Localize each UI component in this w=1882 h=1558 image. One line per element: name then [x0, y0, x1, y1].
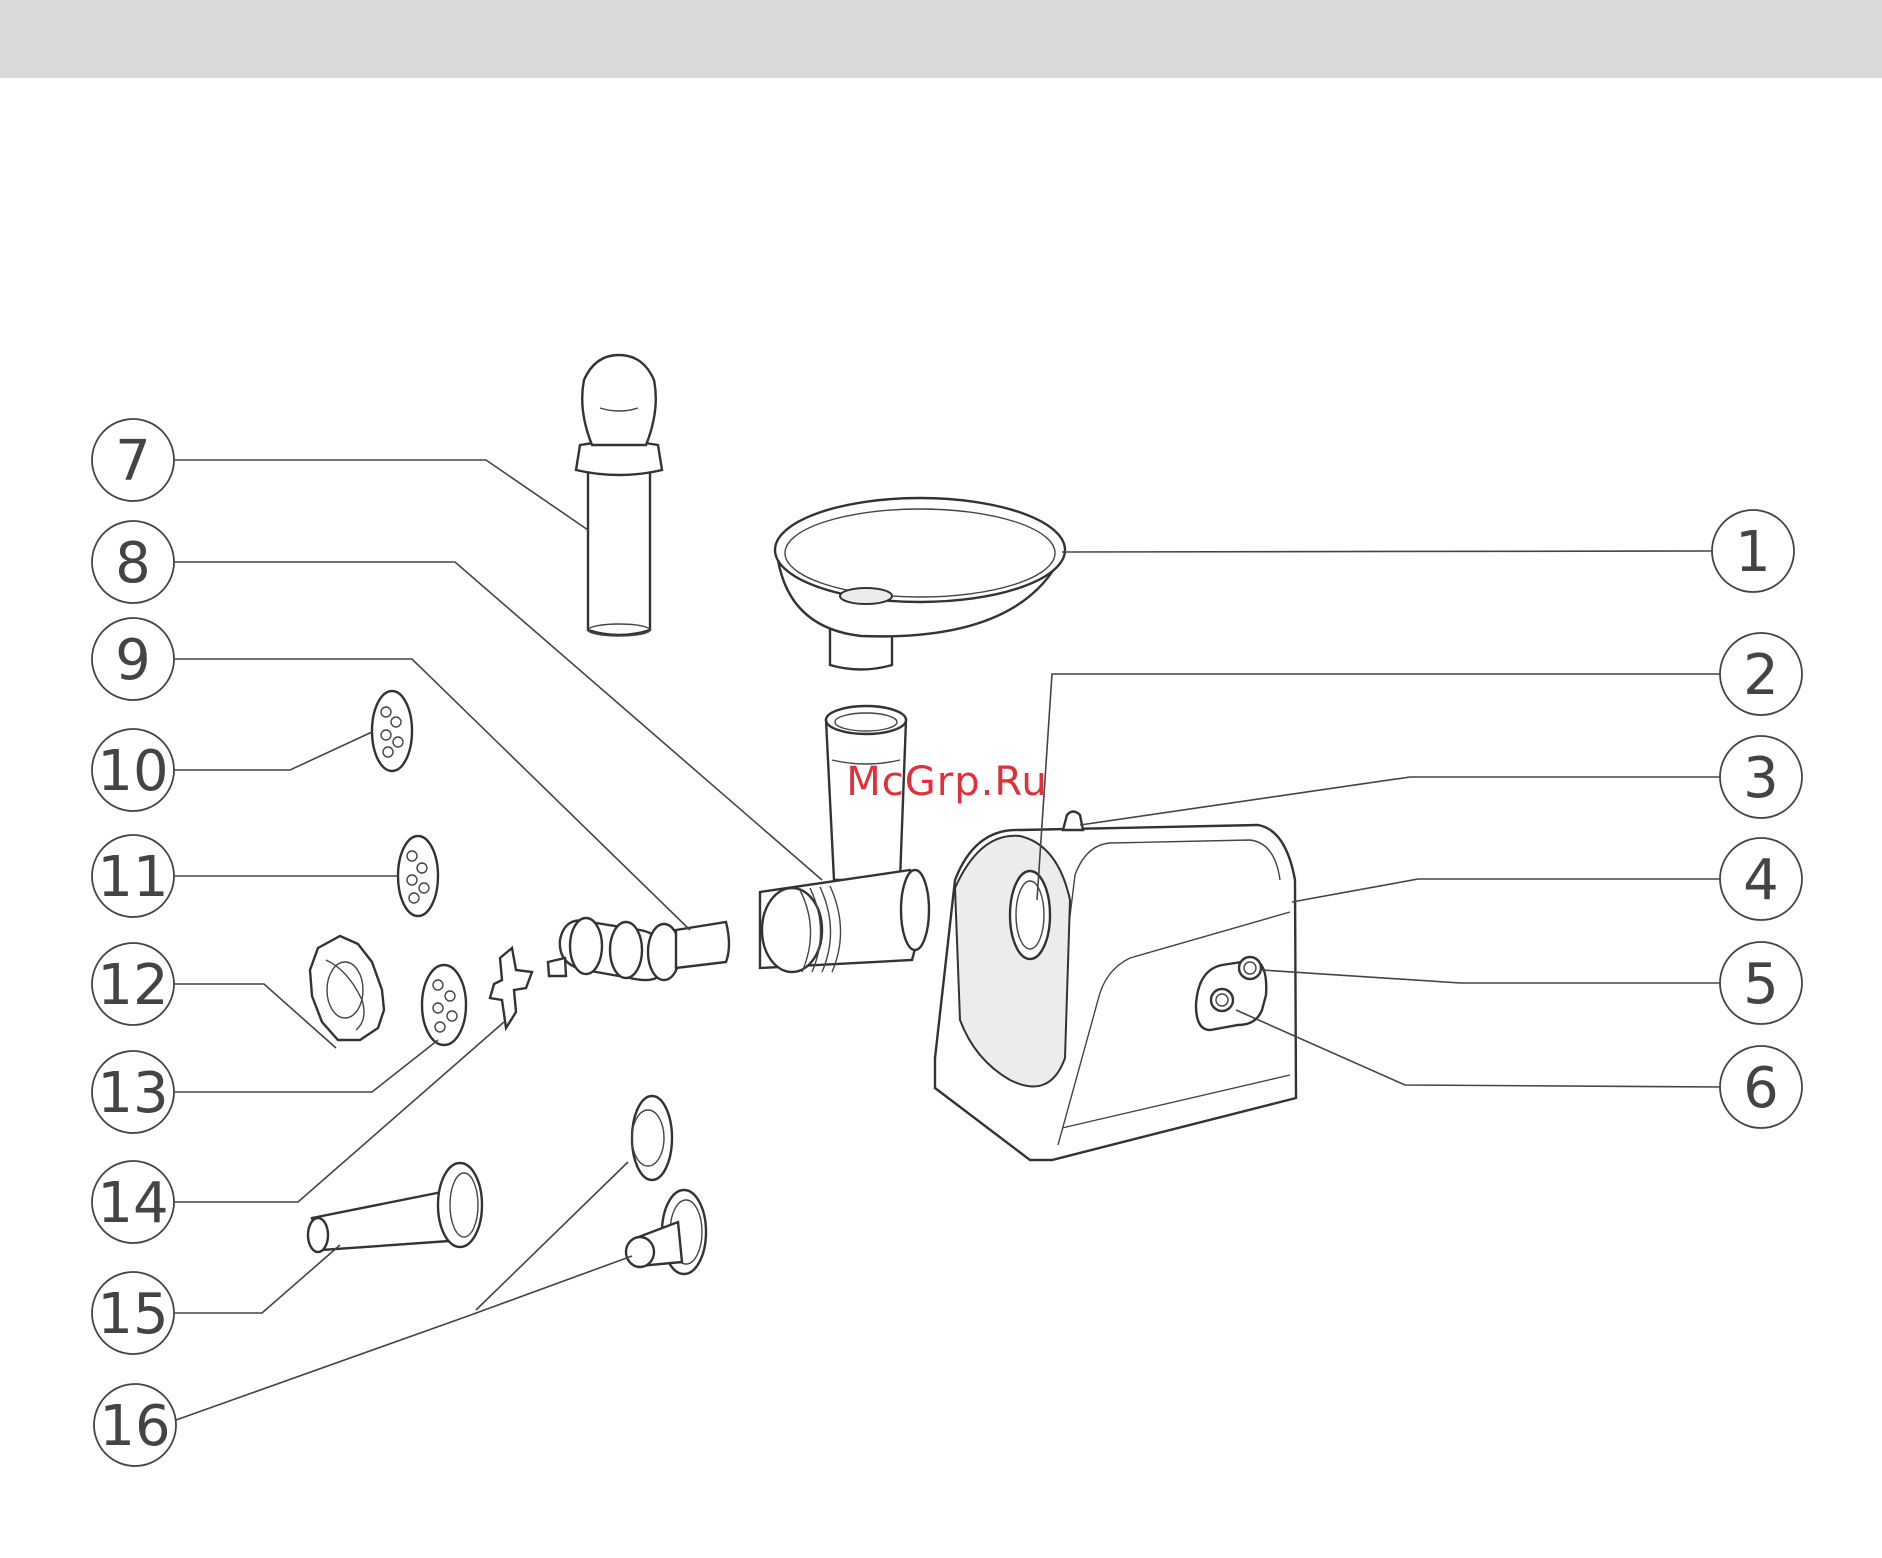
- callout-10: 10: [92, 729, 174, 811]
- callout-label: 4: [1743, 848, 1779, 913]
- motor-housing-drawing: [935, 812, 1296, 1161]
- callout-label: 2: [1743, 643, 1779, 708]
- callout-3: 3: [1720, 736, 1802, 818]
- callout-label: 12: [97, 953, 168, 1018]
- callout-label: 7: [115, 429, 151, 494]
- callout-5: 5: [1720, 942, 1802, 1024]
- callout-11: 11: [92, 835, 174, 917]
- callout-14: 14: [92, 1161, 174, 1243]
- grinder-head-drawing: [760, 706, 929, 972]
- sausage-attachment-drawing: [308, 1163, 482, 1252]
- callout-9: 9: [92, 618, 174, 700]
- cutting-plate-coarse-drawing: [422, 965, 466, 1045]
- callout-label: 9: [115, 628, 151, 693]
- callout-label: 13: [97, 1061, 168, 1126]
- callout-7: 7: [92, 419, 174, 501]
- callout-label: 6: [1743, 1056, 1779, 1121]
- callout-label: 15: [97, 1282, 168, 1347]
- kebbe-attachment-drawing: [626, 1096, 706, 1274]
- callout-16: 16: [94, 1384, 176, 1466]
- callout-6: 6: [1720, 1046, 1802, 1128]
- callout-8: 8: [92, 521, 174, 603]
- feeding-tray-drawing: [775, 498, 1065, 670]
- callout-label: 5: [1743, 952, 1779, 1017]
- cutting-plate-medium-drawing: [372, 691, 412, 771]
- callout-label: 16: [99, 1394, 170, 1459]
- callout-12: 12: [92, 943, 174, 1025]
- callout-label: 8: [115, 531, 151, 596]
- callout-label: 11: [97, 845, 168, 910]
- callout-1: 1: [1712, 510, 1794, 592]
- pusher-drawing: [576, 355, 662, 636]
- locking-ring-drawing: [310, 936, 384, 1040]
- callout-label: 14: [97, 1171, 168, 1236]
- cross-blade-drawing: [490, 948, 532, 1028]
- auger-drawing: [548, 918, 729, 980]
- watermark: McGrp.Ru: [846, 759, 1047, 805]
- callout-label: 1: [1735, 520, 1771, 585]
- callout-label: 10: [97, 739, 168, 804]
- callout-2: 2: [1720, 633, 1802, 715]
- callout-15: 15: [92, 1272, 174, 1354]
- callout-4: 4: [1720, 838, 1802, 920]
- cutting-plate-fine-drawing: [398, 836, 438, 916]
- callout-label: 3: [1743, 746, 1779, 811]
- callout-13: 13: [92, 1051, 174, 1133]
